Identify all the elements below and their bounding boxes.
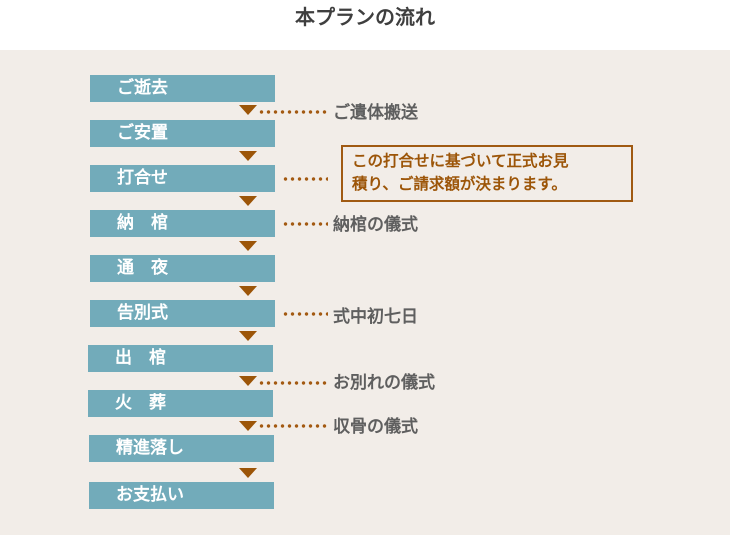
note-farewell-ceremony: お別れの儀式 [333,373,435,393]
step-meeting: 打合せ [90,165,275,192]
step-cremation: 火 葬 [88,390,273,417]
arrow-down-icon [239,105,257,115]
arrow-down-icon [239,196,257,206]
dotted-leader [282,177,328,181]
arrow-down-icon [239,421,257,431]
callout-estimate-note: この打合せに基づいて正式お見 積り、ご請求額が決まります。 [341,145,633,202]
callout-line-2: 積り、ご請求額が決まります。 [352,175,567,193]
step-wake: 通 夜 [90,255,275,282]
arrow-down-icon [239,241,257,251]
callout-line-1: この打合せに基づいて正式お見 [352,152,569,170]
dotted-leader [282,222,328,226]
step-coffin-departure: 出 棺 [88,345,273,372]
step-laying-in-state: ご安置 [90,120,275,147]
arrow-down-icon [239,286,257,296]
arrow-down-icon [239,376,257,386]
dotted-leader [258,381,328,385]
step-encoffining: 納 棺 [90,210,275,237]
page-title: 本プランの流れ [295,5,435,29]
note-body-transport: ご遺体搬送 [333,103,418,123]
arrow-down-icon [239,468,257,478]
arrow-down-icon [239,331,257,341]
step-payment: お支払い [89,482,274,509]
note-bone-gathering-ceremony: 収骨の儀式 [333,417,418,437]
step-funeral: 告別式 [90,300,275,327]
dotted-leader [258,110,328,114]
dotted-leader [282,312,328,316]
arrow-down-icon [239,151,257,161]
note-seventh-day-service: 式中初七日 [333,307,418,327]
dotted-leader [258,424,328,428]
note-encoffin-ceremony: 納棺の儀式 [333,215,418,235]
step-passing: ご逝去 [90,75,275,102]
step-post-funeral-meal: 精進落し [89,435,274,462]
